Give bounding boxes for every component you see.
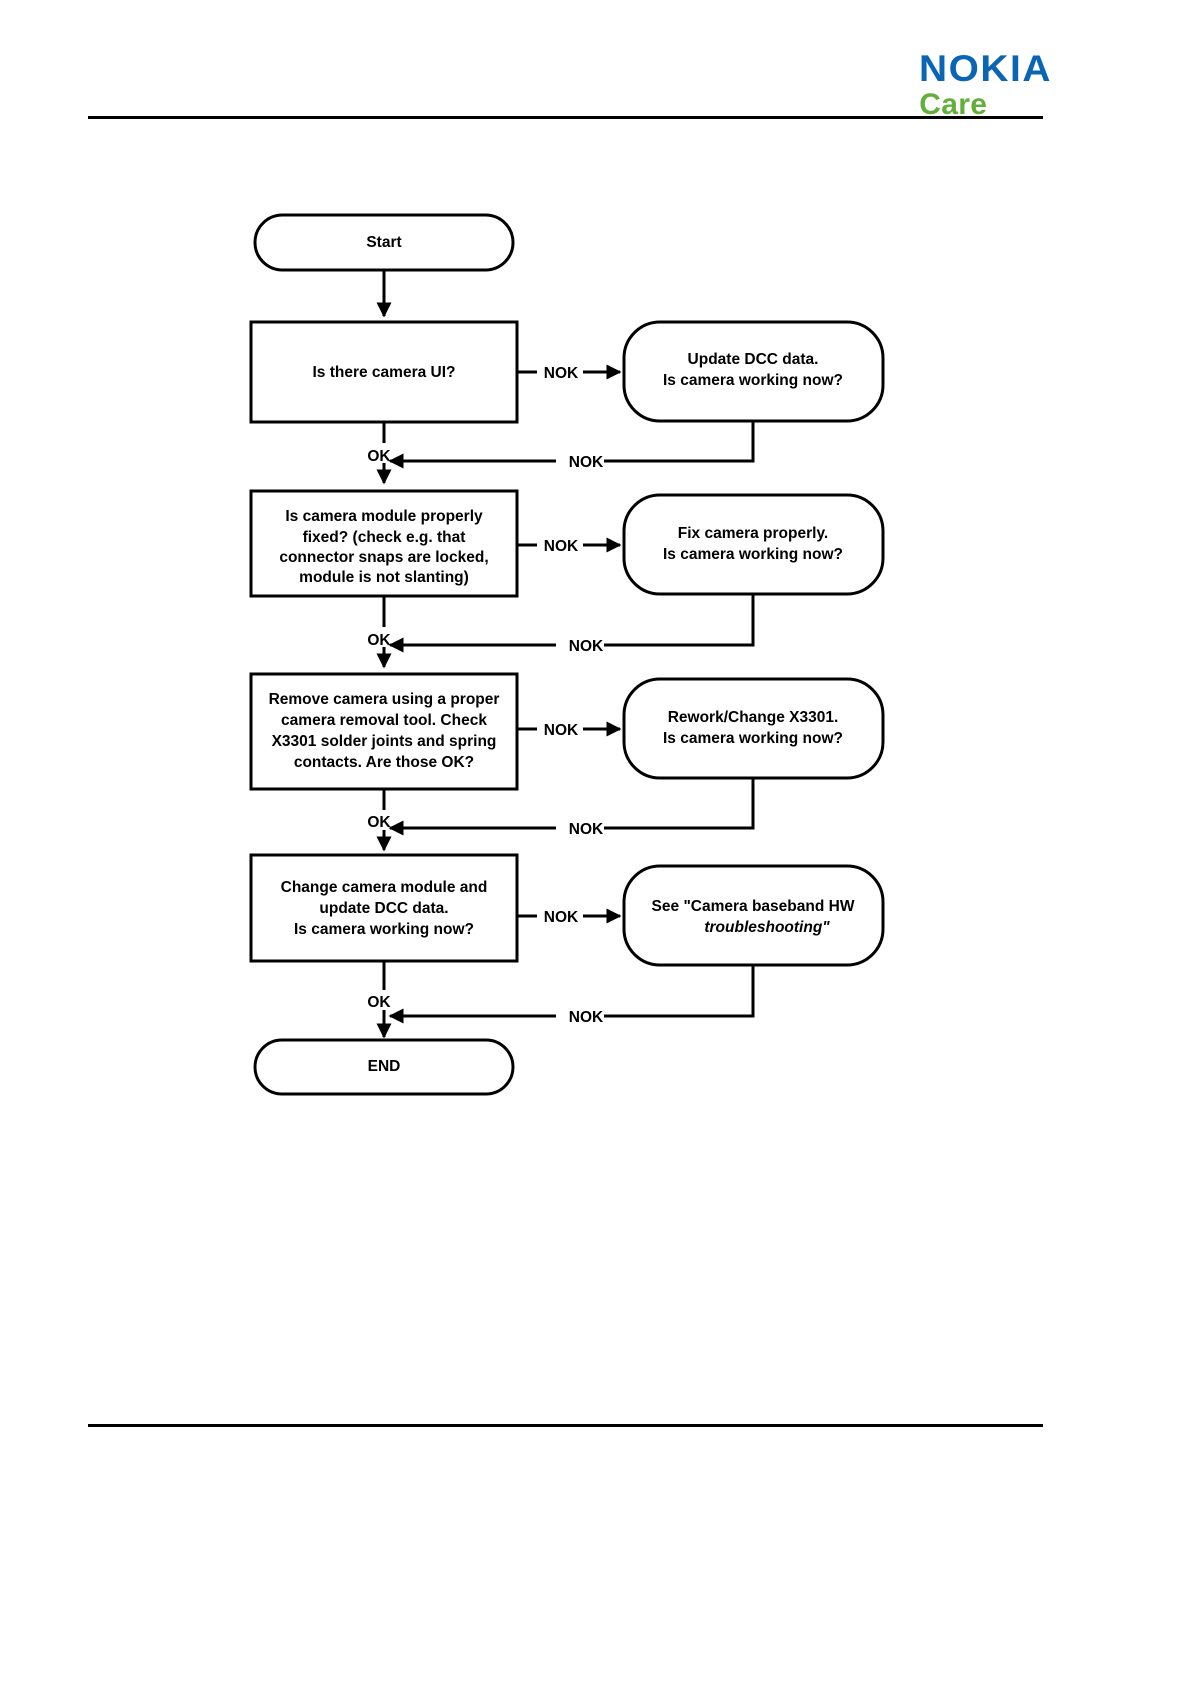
step4-question-line-3: Is camera working now?: [294, 921, 474, 938]
step3-question-box: [249, 672, 519, 791]
step2-ok-label: OK: [367, 632, 391, 649]
step2-nok-label: NOK: [544, 538, 579, 555]
step4-remedy-box: [622, 864, 885, 967]
step1-ok-label: OK: [367, 448, 391, 465]
logo-care-wordmark: Care: [919, 88, 988, 121]
step3-question-line-3: X3301 solder joints and spring: [272, 733, 497, 750]
step2-remedy-line-1: Fix camera properly.: [678, 525, 828, 542]
step2-question-line-4: module is not slanting): [299, 569, 469, 586]
start-node-label: Start: [366, 234, 401, 251]
step4-return-nok-label: NOK: [569, 1009, 604, 1026]
step1-remedy-line-1: Update DCC data.: [688, 351, 819, 368]
page-header: NOKIA Care: [0, 0, 1191, 125]
step2-question-line-1: Is camera module properly: [285, 508, 483, 525]
link-remedy2-nok-return: [388, 594, 755, 653]
step4-question-line-2: update DCC data.: [319, 900, 448, 917]
nokia-care-logo: NOKIA Care: [919, 50, 1050, 121]
step3-remedy-box: [622, 677, 885, 780]
footer-divider: [88, 1424, 1043, 1427]
link-remedy3-nok-return: [388, 778, 755, 836]
end-node-label: END: [368, 1058, 401, 1075]
step1-nok-label: NOK: [544, 365, 579, 382]
step4-question-box: [249, 853, 519, 963]
step4-remedy-prefix: See: [652, 898, 684, 915]
step1-question-box: [249, 320, 519, 424]
step3-nok-label: NOK: [544, 722, 579, 739]
step4-remedy-italic-2: troubleshooting": [704, 919, 830, 936]
step1-question-line-1: Is there camera UI?: [312, 364, 455, 381]
step3-remedy-line-1: Rework/Change X3301.: [668, 709, 839, 726]
step4-ok-label: OK: [367, 994, 391, 1011]
step3-question-line-1: Remove camera using a proper: [269, 691, 500, 708]
step3-remedy-line-2: Is camera working now?: [663, 730, 843, 747]
step4-remedy-line-1: See "Camera baseband HW: [652, 898, 855, 915]
step4-remedy-italic-1: "Camera baseband HW: [683, 898, 854, 915]
step3-ok-label: OK: [367, 814, 391, 831]
step4-question-line-1: Change camera module and: [281, 879, 488, 896]
step3-question-line-2: camera removal tool. Check: [281, 712, 487, 729]
header-divider: [88, 116, 1043, 119]
step2-return-nok-label: NOK: [569, 638, 604, 655]
step1-return-nok-label: NOK: [569, 454, 604, 471]
step2-remedy-box: [622, 493, 885, 596]
step4-nok-label: NOK: [544, 909, 579, 926]
step3-return-nok-label: NOK: [569, 821, 604, 838]
step1-remedy-line-2: Is camera working now?: [663, 372, 843, 389]
step2-question-line-2: fixed? (check e.g. that: [303, 529, 466, 546]
logo-nokia-wordmark: NOKIA: [919, 48, 1053, 89]
step2-question-line-3: connector snaps are locked,: [279, 549, 488, 566]
link-remedy1-nok-return: [388, 421, 755, 469]
step2-remedy-line-2: Is camera working now?: [663, 546, 843, 563]
link-remedy4-nok-return: [388, 965, 755, 1024]
step3-question-line-4: contacts. Are those OK?: [294, 754, 474, 771]
end-node: [253, 1038, 515, 1096]
